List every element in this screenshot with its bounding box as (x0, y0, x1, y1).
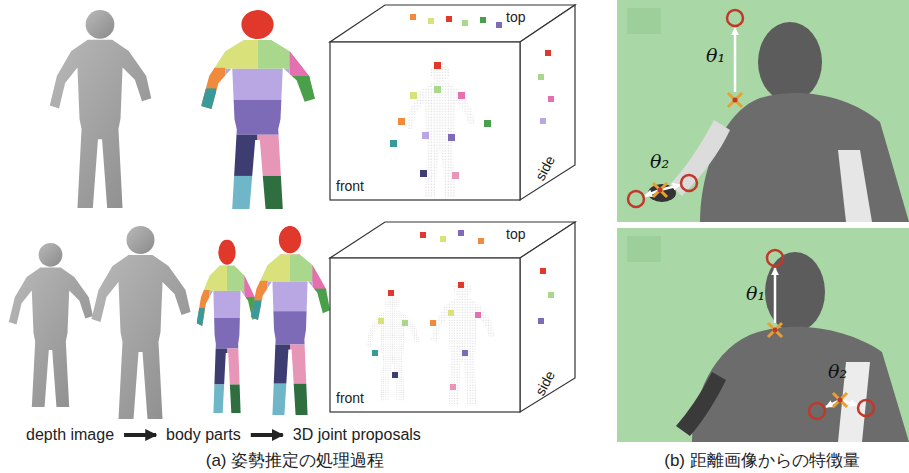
joint-marker (372, 14, 554, 390)
stage-text: 3D joint proposals (293, 426, 421, 443)
angle-label: θ₂ (650, 150, 669, 172)
body-parts-figure (196, 6, 330, 418)
depth-image (9, 10, 191, 419)
flow-arrow (251, 433, 283, 437)
stage-label: depth image (22, 424, 118, 446)
view-label: side (532, 368, 558, 398)
flow-arrow (124, 433, 156, 437)
view-label: top (506, 9, 525, 25)
caption: (b) 距離画像からの特徴量 (617, 449, 907, 472)
view-label: side (532, 153, 558, 183)
feature-panel (617, 0, 909, 442)
joint-box (330, 5, 575, 412)
view-label: top (506, 226, 525, 242)
stage-label: 3D joint proposals (289, 424, 425, 446)
angle-label: θ₁ (746, 282, 765, 304)
angle-label: θ₁ (706, 44, 725, 66)
feature-offset (628, 10, 874, 419)
caption: (a) 姿勢推定の処理過程 (60, 449, 530, 472)
view-label: front (336, 178, 364, 194)
stage-text: depth image (26, 426, 114, 443)
angle-label: θ₂ (828, 360, 847, 382)
view-label: front (336, 390, 364, 406)
stage-label: body parts (162, 424, 245, 446)
point-cloud (366, 63, 495, 406)
stage-text: body parts (166, 426, 241, 443)
